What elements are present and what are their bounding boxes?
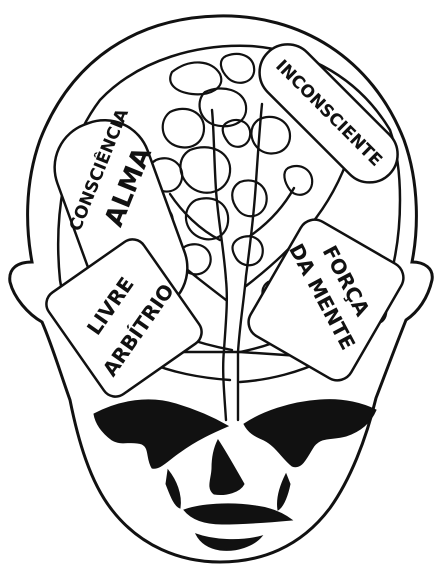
head-diagram: CONSCIÊNCIA ALMA INCONSCIENTE LIVRE ARBÍ… — [0, 0, 437, 568]
head-illustration: CONSCIÊNCIA ALMA INCONSCIENTE LIVRE ARBÍ… — [0, 0, 437, 568]
